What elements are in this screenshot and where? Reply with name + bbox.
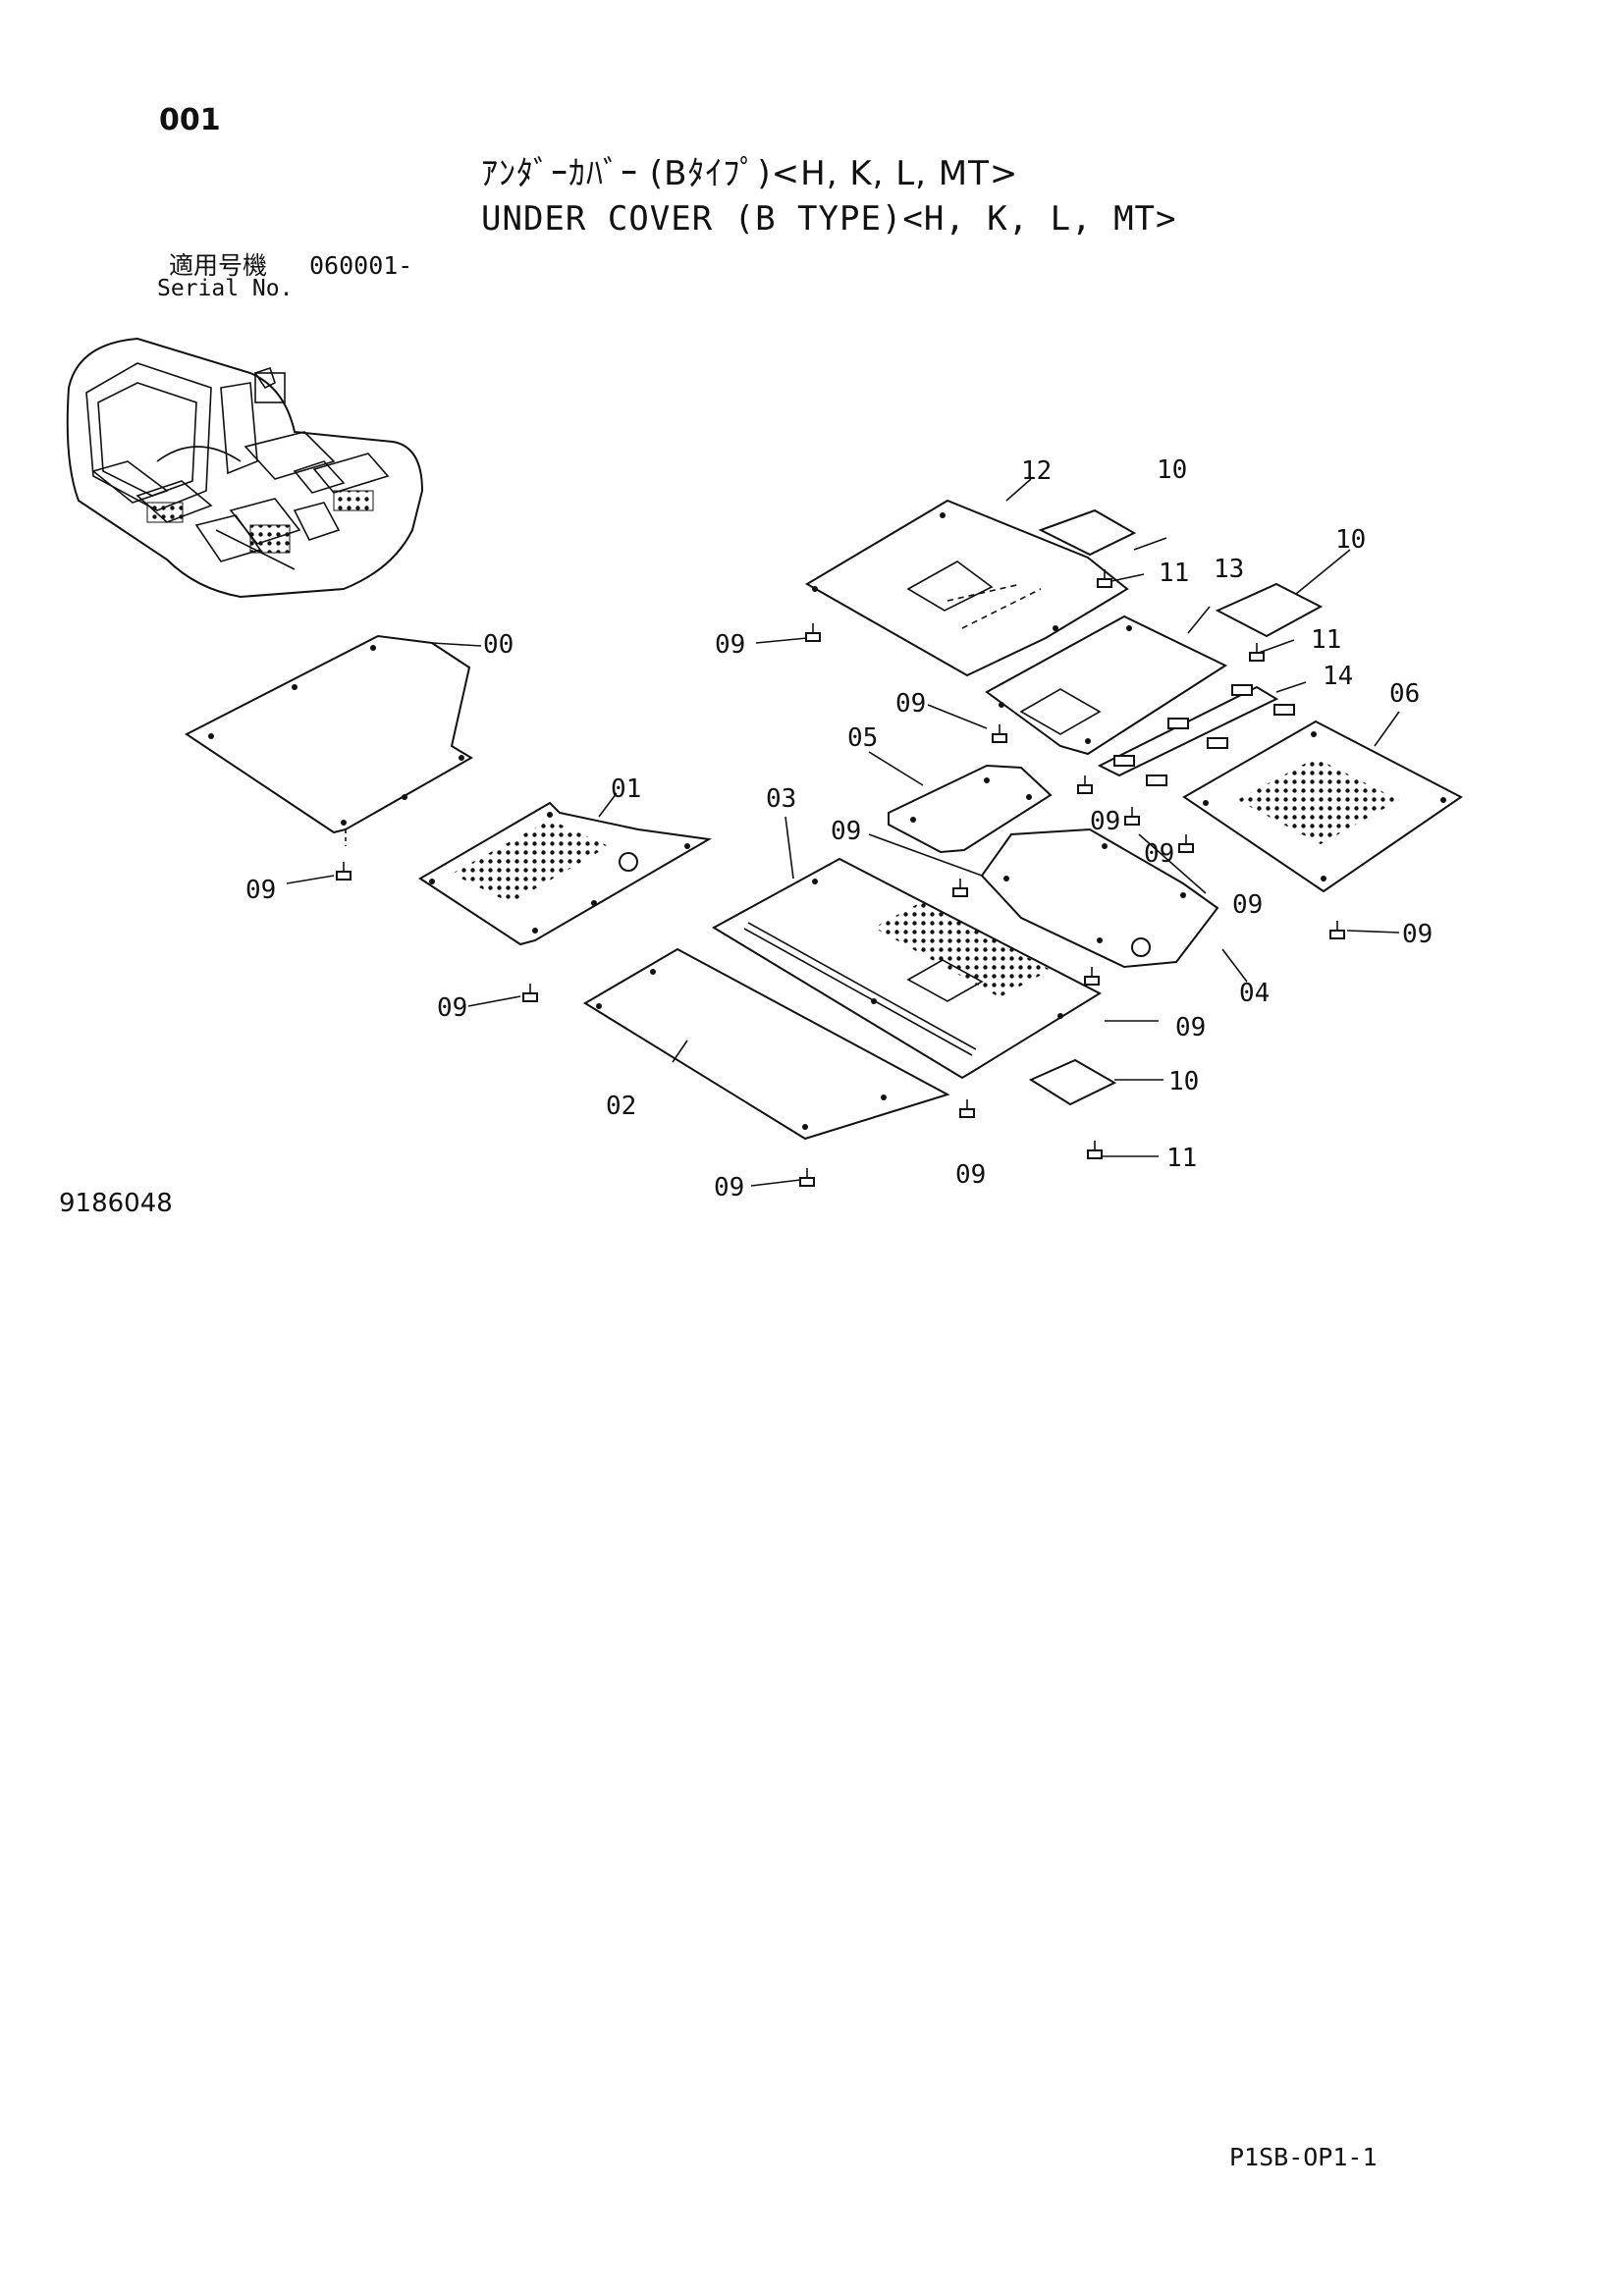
callout-12: 12	[1021, 456, 1052, 486]
part-04-cover-plate	[980, 828, 1219, 969]
callout-09: 09	[1090, 807, 1120, 836]
callout-11: 11	[1311, 625, 1341, 655]
callout-10: 10	[1157, 455, 1187, 485]
callout-09: 09	[1175, 1013, 1206, 1042]
drawing-id: 9186048	[59, 1189, 173, 1218]
callouts: 00 01 02 03 04 05 06 12 13 14 09 09 09 0…	[245, 455, 1433, 1202]
callout-04: 04	[1239, 979, 1270, 1008]
callout-09: 09	[714, 1173, 744, 1202]
leader-lines	[286, 478, 1400, 1187]
callout-09: 09	[831, 817, 861, 846]
part-14-brackets	[1097, 684, 1295, 786]
page-number: 001	[159, 103, 221, 137]
callout-09: 09	[245, 876, 276, 905]
callout-09: 09	[1232, 890, 1263, 920]
callout-09: 09	[1402, 920, 1433, 949]
part-02-cover-plate	[583, 947, 950, 1141]
part-13-cover-plate	[985, 614, 1228, 756]
sheet-code: P1SB-OP1-1	[1229, 2143, 1378, 2171]
title-english: UNDER COVER (B TYPE)<H, K, L, MT>	[481, 199, 1177, 239]
callout-14: 14	[1323, 662, 1353, 691]
serial-label-japanese: 適用号機	[169, 251, 268, 280]
machine-overview-thumbnail	[66, 337, 424, 599]
callout-11: 11	[1159, 559, 1189, 588]
callout-09: 09	[1144, 839, 1174, 869]
callout-09: 09	[955, 1160, 986, 1190]
callout-09: 09	[437, 993, 467, 1023]
callout-03: 03	[766, 784, 796, 814]
part-03-perforated-cover	[711, 857, 1103, 1080]
callout-09: 09	[895, 689, 926, 719]
callout-10: 10	[1168, 1067, 1199, 1096]
callout-06: 06	[1389, 679, 1420, 709]
callout-02: 02	[606, 1092, 636, 1121]
part-10-plates	[1028, 508, 1324, 1106]
serial-label-english: Serial No.	[157, 276, 294, 301]
callout-05: 05	[847, 723, 878, 753]
part-05-small-cover	[888, 764, 1053, 854]
callout-09: 09	[715, 630, 745, 660]
callout-01: 01	[611, 774, 641, 804]
callout-13: 13	[1214, 555, 1244, 584]
part-01-perforated-cover	[418, 801, 713, 946]
callout-11: 11	[1166, 1144, 1197, 1173]
part-00-cover-plate	[185, 634, 473, 846]
part-12-cover-plate	[805, 499, 1129, 677]
part-06-perforated-cover	[1182, 720, 1463, 893]
serial-number-from: 060001-	[309, 251, 413, 280]
bolt-icons	[336, 569, 1345, 1187]
callout-00: 00	[483, 630, 514, 660]
callout-10: 10	[1335, 525, 1366, 555]
title-japanese: ｱﾝﾀﾞｰｶﾊﾞｰ (Bﾀｲﾌﾟ)<H, K, L, MT>	[481, 154, 1019, 193]
